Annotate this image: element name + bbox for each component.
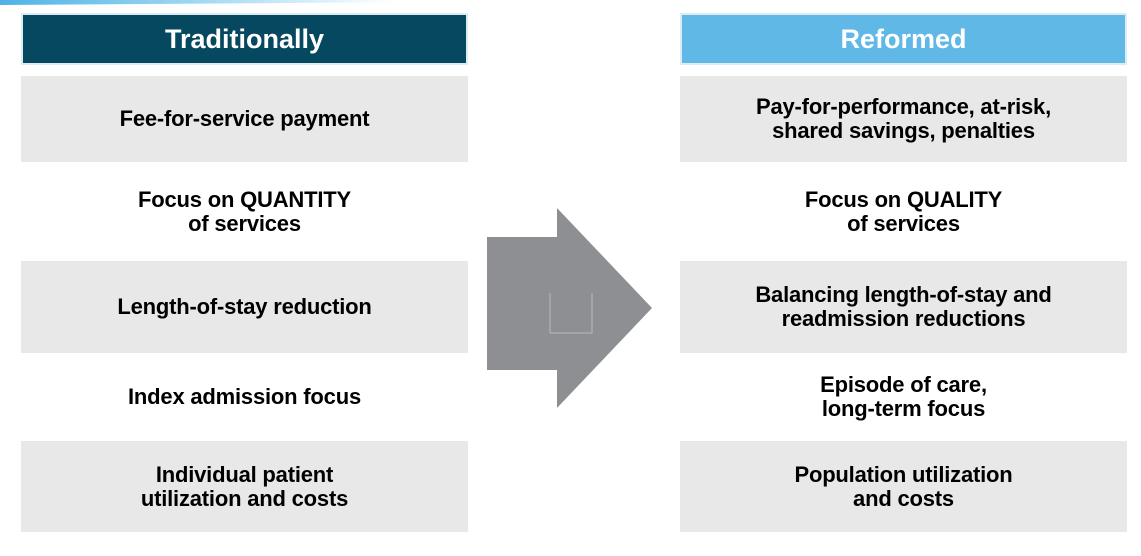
arrow-inner-square — [549, 293, 593, 334]
row-text-line: utilization and costs — [140, 485, 349, 511]
reformed-row-length-of-stay: Balancing length-of-stay and readmission… — [680, 261, 1127, 353]
row-text-line: Fee-for-service payment — [119, 106, 370, 131]
row-text-line: Length-of-stay reduction — [117, 294, 372, 319]
row-text-line: Balancing length-of-stay and — [755, 282, 1052, 307]
reformed-column: Reformed Pay-for-performance, at-risk, s… — [680, 13, 1127, 532]
row-text-line: Pay-for-performance, at-risk, — [756, 94, 1051, 119]
row-text-line: Focus on QUALITY — [804, 186, 1003, 212]
traditional-row-focus: Focus on QUANTITY of services — [21, 162, 468, 261]
traditional-row-admission: Index admission focus — [21, 353, 468, 441]
traditional-row-utilization: Individual patient utilization and costs — [21, 441, 468, 532]
row-text-line: Population utilization — [794, 461, 1013, 487]
row-text-line: Focus on QUANTITY — [138, 186, 351, 212]
traditional-column: Traditionally Fee-for-service payment Fo… — [21, 13, 468, 532]
reformed-header: Reformed — [680, 13, 1127, 65]
row-text-line: of services — [188, 210, 301, 236]
reformed-row-utilization: Population utilization and costs — [680, 441, 1127, 532]
row-text-line: readmission reductions — [781, 306, 1026, 331]
row-text-line: Episode of care, — [820, 372, 987, 397]
reformed-header-label: Reformed — [840, 23, 967, 54]
traditional-header-label: Traditionally — [164, 23, 325, 54]
transformation-arrow — [487, 208, 652, 408]
traditional-row-payment: Fee-for-service payment — [21, 76, 468, 162]
row-text-line: Individual patient — [155, 461, 334, 487]
row-text-line: shared savings, penalties — [772, 118, 1035, 143]
reformed-row-focus: Focus on QUALITY of services — [680, 162, 1127, 261]
row-text-line: long-term focus — [821, 396, 986, 421]
right-arrow-shape — [487, 208, 652, 408]
row-text-line: and costs — [853, 485, 954, 511]
reformed-row-episode: Episode of care, long-term focus — [680, 353, 1127, 441]
reformed-row-payment: Pay-for-performance, at-risk, shared sav… — [680, 76, 1127, 162]
decorative-gradient-bar — [0, 0, 430, 5]
right-arrow-icon — [487, 208, 652, 408]
traditional-row-length-of-stay: Length-of-stay reduction — [21, 261, 468, 353]
row-text-line: Index admission focus — [128, 384, 361, 409]
row-text-line: of services — [847, 210, 960, 236]
traditional-header: Traditionally — [21, 13, 468, 65]
